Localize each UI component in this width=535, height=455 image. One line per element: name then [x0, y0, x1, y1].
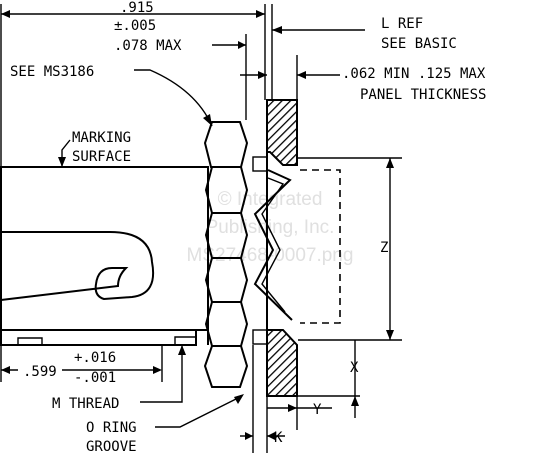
oring-label: O RING	[86, 420, 137, 436]
m-thread-label: M THREAD	[52, 396, 119, 412]
groove-label: GROOVE	[86, 439, 137, 455]
l-ref-label: L REF	[381, 16, 423, 32]
connector-body	[0, 166, 209, 346]
watermark-line-2: Publishing, Inc.	[206, 217, 335, 238]
surface-label: SURFACE	[72, 149, 131, 165]
length-top-label: .915	[120, 0, 154, 16]
hex-max-label: .078 MAX	[114, 38, 182, 54]
dimension-lines	[0, 4, 402, 453]
offset-label: .599	[23, 364, 57, 380]
panel-range-label: .062 MIN .125 MAX	[342, 66, 486, 82]
marking-label: MARKING	[72, 130, 131, 146]
x-label: X	[350, 360, 359, 376]
offset-plus-label: +.016	[74, 350, 116, 366]
panel-thickness-label: PANEL THICKNESS	[360, 87, 486, 103]
gasket	[253, 169, 293, 321]
length-tol-label: ±.005	[114, 18, 156, 34]
y-label: Y	[313, 402, 322, 418]
see-ms-label: SEE MS3186	[10, 64, 94, 80]
callout-leaders	[58, 69, 244, 428]
hex-nut	[203, 121, 249, 388]
labels: .915 ±.005 .078 MAX L REF SEE BASIC .062…	[10, 0, 486, 455]
z-label: Z	[380, 240, 388, 256]
offset-minus-label: -.001	[74, 370, 116, 386]
k-label: K	[274, 430, 283, 446]
see-basic-label: SEE BASIC	[381, 36, 457, 52]
hand-shape	[0, 231, 154, 302]
